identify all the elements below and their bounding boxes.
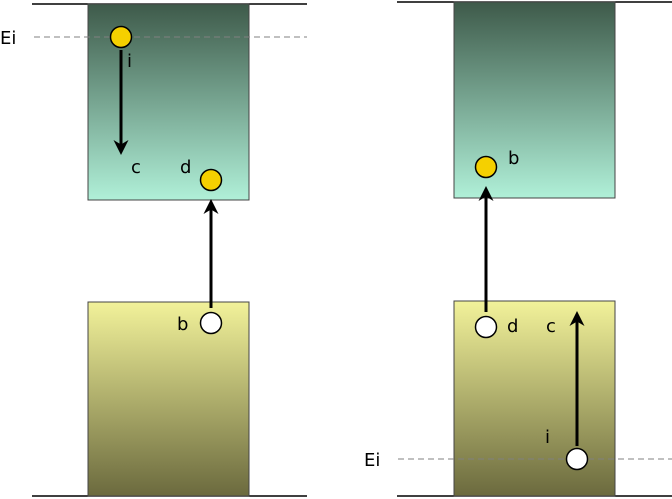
left-promoted-label: d [180,157,191,178]
left-initial-electron [109,25,133,49]
left-energy-label: Ei [0,28,16,49]
right-initial-hole [565,447,589,471]
right-energy-label: Ei [364,450,380,471]
left-initial-label: i [127,51,132,72]
left-hole [199,311,223,335]
left-promoted-electron [199,168,223,192]
right-relaxed-label: c [546,316,556,337]
left-relaxed-label: c [131,157,141,178]
right-promoted-electron [474,155,498,179]
left-hole-label: b [177,314,188,335]
right-hole-label: d [507,316,518,337]
right-panel: Ei b d c i [364,1,672,497]
left-valence-band [87,301,250,497]
left-panel: Ei i c d b [0,3,307,497]
right-initial-label: i [545,427,550,448]
right-hole [474,315,498,339]
right-promoted-label: b [508,148,519,169]
